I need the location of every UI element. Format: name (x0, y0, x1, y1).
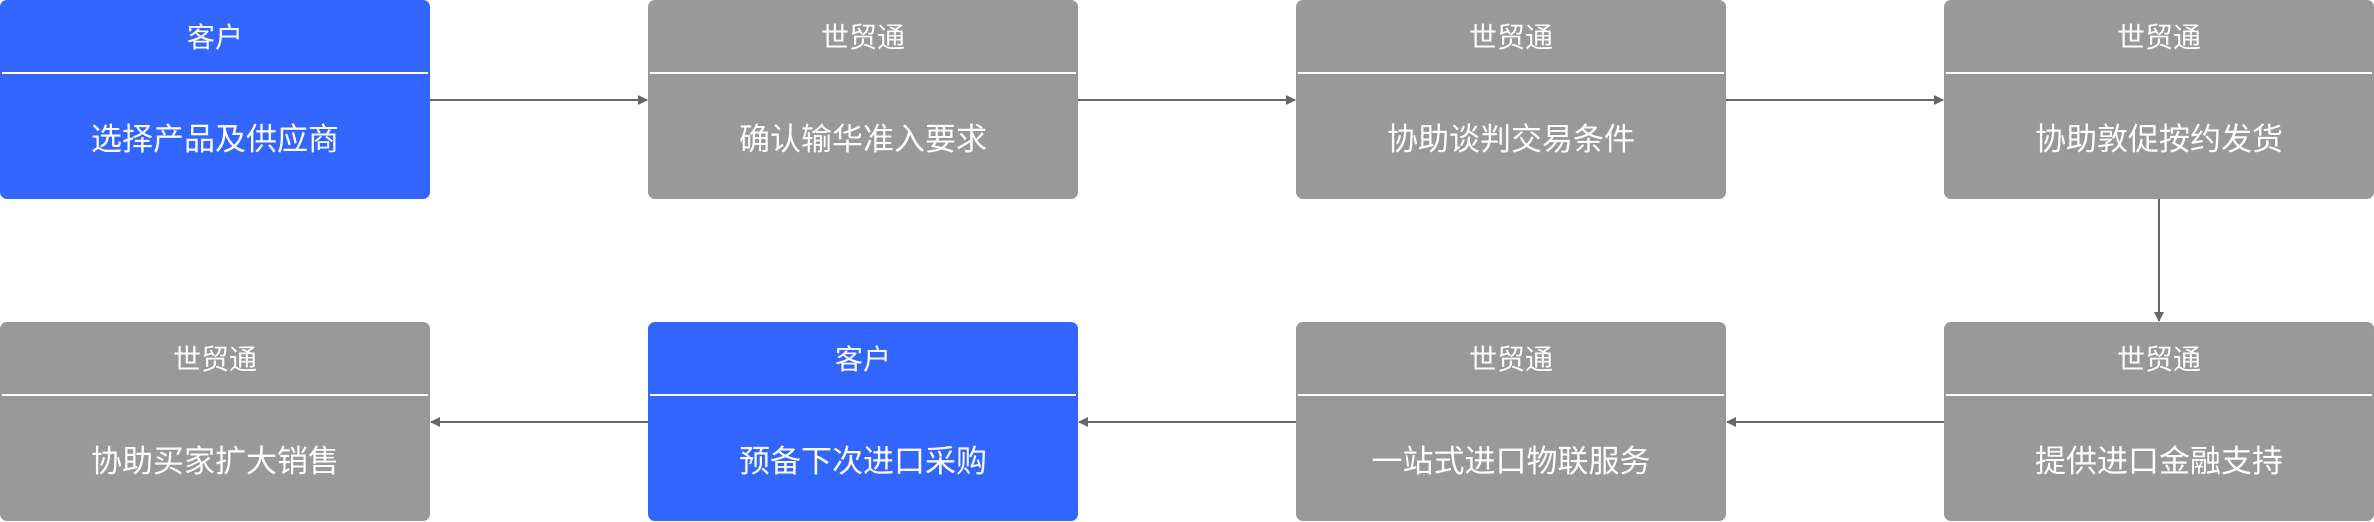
step-label: 确认输华准入要求 (739, 122, 987, 158)
role-label: 世贸通 (2116, 343, 2201, 376)
divider (650, 394, 1076, 396)
step-label: 选择产品及供应商 (91, 122, 339, 158)
divider (1946, 72, 2372, 74)
step-8-box: 世贸通协助买家扩大销售 (0, 322, 430, 521)
step-2-box: 世贸通确认输华准入要求 (648, 0, 1078, 199)
divider (1946, 394, 2372, 396)
role-label: 世贸通 (1468, 343, 1553, 376)
step-7-box: 客户预备下次进口采购 (648, 322, 1078, 521)
role-label: 世贸通 (172, 343, 257, 376)
role-label: 世贸通 (2116, 21, 2201, 54)
step-6-box: 世贸通一站式进口物联服务 (1296, 322, 1726, 521)
step-label: 协助敦促按约发货 (2035, 122, 2283, 158)
step-label: 提供进口金融支持 (2035, 444, 2283, 480)
step-3-box: 世贸通协助谈判交易条件 (1296, 0, 1726, 199)
divider (650, 72, 1076, 74)
step-4-box: 世贸通协助敦促按约发货 (1944, 0, 2374, 199)
divider (2, 394, 428, 396)
step-label: 协助买家扩大销售 (91, 444, 339, 480)
step-label: 预备下次进口采购 (739, 444, 987, 480)
role-label: 客户 (186, 21, 243, 54)
step-5-box: 世贸通提供进口金融支持 (1944, 322, 2374, 521)
role-label: 世贸通 (820, 21, 905, 54)
divider (1298, 72, 1724, 74)
role-label: 世贸通 (1468, 21, 1553, 54)
step-1-box: 客户选择产品及供应商 (0, 0, 430, 199)
role-label: 客户 (834, 343, 891, 376)
divider (1298, 394, 1724, 396)
step-label: 一站式进口物联服务 (1371, 444, 1651, 480)
step-label: 协助谈判交易条件 (1387, 122, 1635, 158)
divider (2, 72, 428, 74)
